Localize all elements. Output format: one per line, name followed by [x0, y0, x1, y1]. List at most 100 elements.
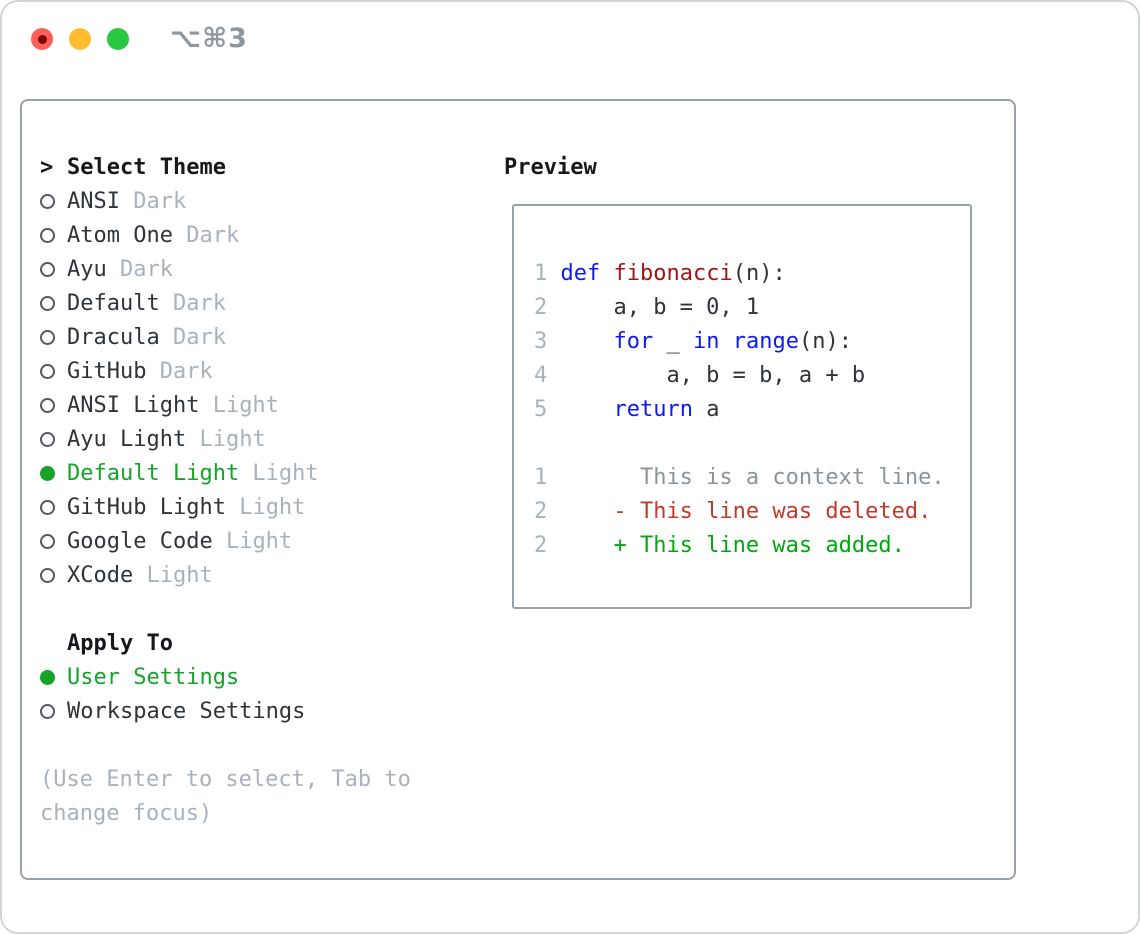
radio-icon: [40, 363, 67, 379]
theme-option[interactable]: GitHub Dark: [40, 354, 411, 388]
line-number: 2: [534, 532, 548, 558]
diff-deleted-line: 2 - This line was deleted.: [534, 494, 966, 528]
apply-to-option[interactable]: User Settings: [40, 660, 411, 694]
traffic-lights: [31, 28, 129, 50]
radio-icon: [40, 227, 67, 243]
theme-option[interactable]: GitHub Light Light: [40, 490, 411, 524]
radio-icon: [40, 397, 67, 413]
code-token: + This line was added.: [547, 532, 905, 558]
radio-icon: [40, 533, 67, 549]
radio-icon: [40, 261, 67, 277]
radio-icon: [40, 329, 67, 345]
help-line: change focus): [40, 800, 213, 826]
preview-label: Preview: [504, 154, 597, 180]
diff-context-line: 1 This is a context line.: [534, 460, 966, 494]
radio-selected-icon: [40, 669, 67, 685]
option-label: Atom One: [67, 222, 173, 248]
radio-icon: [40, 703, 67, 719]
help-line: (Use Enter to select, Tab to: [40, 766, 411, 792]
code-token: This is a context line.: [547, 464, 945, 490]
code-token: [600, 261, 613, 286]
code-line: 2 a, b = 0, 1: [534, 290, 966, 324]
radio-icon: [40, 499, 67, 515]
blank-line: [534, 426, 966, 460]
code-token: a, b = 0, 1: [547, 294, 760, 320]
code-token: a: [692, 396, 720, 422]
theme-variant-label: Dark: [159, 290, 226, 316]
theme-variant-label: Light: [212, 528, 293, 554]
zoom-button[interactable]: [107, 28, 129, 50]
apply-to-option[interactable]: Workspace Settings: [40, 694, 411, 728]
apply-to-header: Apply To: [40, 626, 411, 660]
code-line: 3 for _ in range(n):: [534, 324, 966, 358]
line-number: 5: [534, 396, 548, 422]
theme-option[interactable]: ANSI Dark: [40, 184, 411, 218]
cursor-pointer-icon: >: [40, 154, 54, 180]
code-token: [547, 329, 613, 354]
option-label: ANSI Light: [67, 392, 200, 418]
option-label: Default: [67, 290, 160, 316]
line-number: 3: [534, 328, 548, 354]
code-token: _: [653, 328, 693, 354]
theme-option[interactable]: Dracula Dark: [40, 320, 411, 354]
option-label: Default Light: [67, 460, 240, 486]
code-token: a, b = b, a + b: [547, 362, 866, 388]
theme-variant-label: Light: [239, 460, 319, 486]
theme-option[interactable]: Ayu Dark: [40, 252, 411, 286]
theme-option[interactable]: Atom One Dark: [40, 218, 411, 252]
code-token: [547, 397, 613, 422]
theme-option[interactable]: Default Dark: [40, 286, 411, 320]
theme-option[interactable]: Default Light Light: [40, 456, 411, 490]
option-label: Ayu: [67, 256, 107, 282]
line-number: 1: [534, 260, 548, 286]
option-label: Workspace Settings: [67, 698, 306, 724]
theme-variant-label: Light: [199, 392, 279, 418]
theme-variant-label: Light: [186, 426, 266, 452]
code-token: [547, 261, 560, 286]
theme-option[interactable]: Google Code Light: [40, 524, 411, 558]
minimize-button[interactable]: [69, 28, 91, 50]
theme-variant-label: Dark: [106, 256, 173, 282]
radio-icon: [40, 567, 67, 583]
code-token: (n):: [732, 260, 786, 286]
close-button[interactable]: [31, 28, 53, 50]
code-token: def: [560, 260, 601, 286]
code-token: in: [692, 328, 720, 354]
theme-variant-label: Dark: [146, 358, 213, 384]
radio-icon: [40, 193, 67, 209]
code-line: 4 a, b = b, a + b: [534, 358, 966, 392]
code-line: 5 return a: [534, 392, 966, 426]
line-number: 2: [534, 294, 548, 320]
code-token: - This line was deleted.: [547, 498, 932, 524]
code-token: (n):: [798, 328, 852, 354]
code-token: fibonacci: [613, 260, 733, 286]
code-line: 1 def fibonacci(n):: [534, 256, 966, 290]
option-label: XCode: [67, 562, 134, 588]
select-theme-header: > Select Theme: [40, 150, 411, 184]
line-number: 4: [534, 362, 548, 388]
code-token: return: [613, 396, 693, 422]
theme-variant-label: Light: [225, 494, 306, 520]
theme-variant-label: Dark: [172, 222, 240, 248]
select-theme-label: Select Theme: [67, 154, 226, 180]
theme-option[interactable]: Ayu Light Light: [40, 422, 411, 456]
radio-selected-icon: [40, 465, 67, 481]
theme-variant-label: Dark: [159, 324, 226, 350]
radio-icon: [40, 295, 67, 311]
option-label: ANSI: [67, 188, 120, 214]
theme-option[interactable]: XCode Light: [40, 558, 411, 592]
option-label: User Settings: [67, 664, 240, 690]
code-token: for: [613, 328, 654, 354]
window-title: ⌥⌘3: [170, 23, 248, 54]
preview-header: Preview: [504, 150, 597, 184]
theme-option[interactable]: ANSI Light Light: [40, 388, 411, 422]
help-text: (Use Enter to select, Tab to change focu…: [40, 762, 411, 830]
theme-variant-label: Dark: [119, 188, 187, 214]
spacer: [40, 728, 411, 762]
line-number: 1: [534, 464, 548, 490]
